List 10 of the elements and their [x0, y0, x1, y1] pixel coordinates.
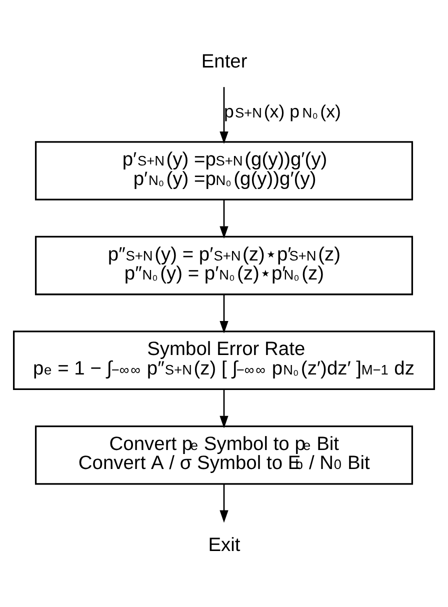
arrow	[220, 388, 228, 428]
arrow	[220, 199, 228, 238]
arrow	[220, 294, 228, 333]
node-text: Exit	[208, 534, 240, 556]
arrow	[220, 86, 228, 144]
node-box: Symbol Error Rate pe = 1 − ∫−∞∞ p″S+N(z) [ ∫−∞∞ pN₀(z′)dz′ ]M−1 dz	[13, 330, 435, 390]
node-box: p″S+N(y) = p′S+N(z)⋆p′S+N(z) p″N₀(y) = p′N₀(z)⋆p′N₀(z)	[34, 235, 414, 295]
arrow	[220, 484, 228, 522]
node-text: Enter	[201, 50, 248, 72]
node-box: p′S+N(y) =pS+N(g(y))g′(y) p′N₀(y) =pN₀(g(y))g′(y)	[34, 140, 414, 200]
